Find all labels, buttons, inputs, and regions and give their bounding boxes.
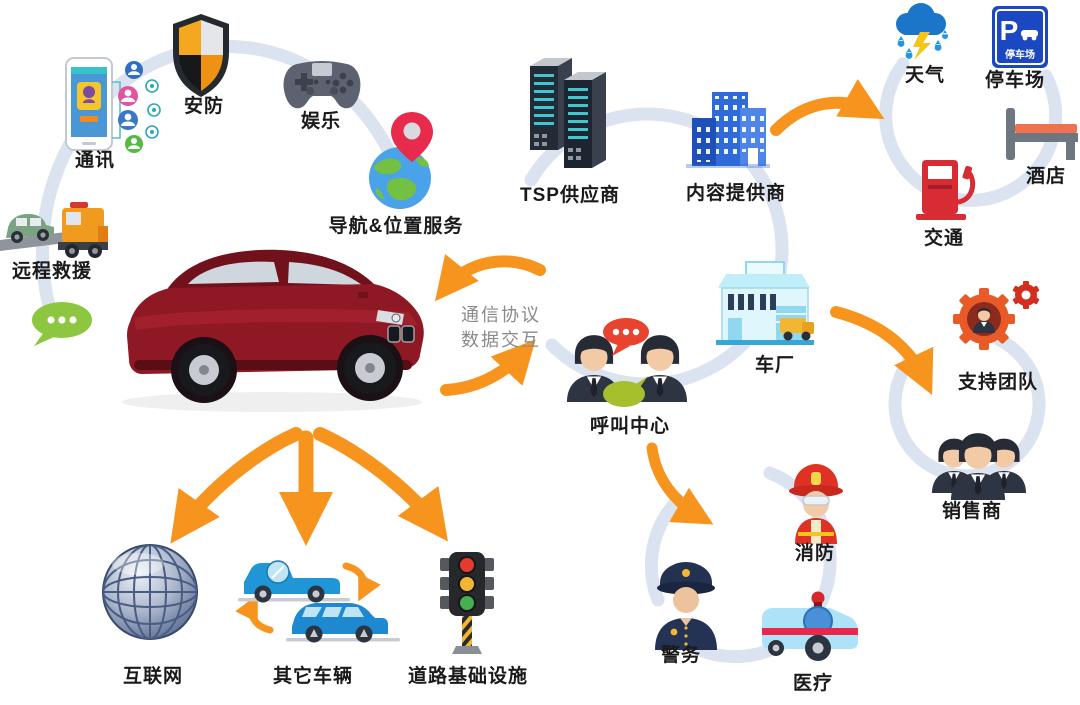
chat-ellipsis-bubble-icon <box>32 302 92 346</box>
center-note: 通信协议 数据交互 <box>461 303 541 353</box>
entertainment-gamepad-icon <box>283 61 361 109</box>
label-weather: 天气 <box>904 65 946 86</box>
label-comm: 通讯 <box>74 150 116 171</box>
other-vehicles-icon <box>238 560 400 643</box>
call-center-agents-icon <box>566 318 688 407</box>
center-note-line1: 通信协议 <box>461 305 541 325</box>
rescue-tow-truck-icon <box>0 202 108 258</box>
parking-sign-letter: P <box>1000 15 1019 46</box>
parking-sign-icon: P 停车场 <box>992 6 1048 68</box>
center-note-line2: 数据交互 <box>461 330 541 350</box>
factory-building-icon <box>716 261 814 345</box>
label-traffic: 交通 <box>923 228 965 249</box>
arc-left-services <box>35 39 411 320</box>
connected-car-icon <box>122 249 424 412</box>
arrow-vehicle-swap-left <box>235 594 274 634</box>
hotel-bed-icon <box>1006 108 1078 160</box>
label-road-infra: 道路基础设施 <box>407 666 529 687</box>
arrow-vehicle-swap-right <box>342 562 381 602</box>
arrow-to-car <box>434 254 546 302</box>
firefighter-icon <box>789 464 843 544</box>
content-provider-buildings-icon <box>686 92 770 168</box>
arrow-car-to-internet <box>170 427 303 544</box>
arrow-call-to-emergency <box>646 442 714 525</box>
security-shield-icon <box>173 14 229 97</box>
communication-phone-icon <box>65 57 161 153</box>
label-call-center: 呼叫中心 <box>589 416 671 437</box>
label-factory: 车厂 <box>754 355 796 376</box>
arrow-factory-to-support <box>830 306 934 396</box>
traffic-fuel-pump-icon <box>916 160 976 220</box>
label-police: 警务 <box>660 645 702 666</box>
arrow-to-call-center <box>440 339 536 396</box>
support-team-gear-icon <box>953 281 1040 350</box>
label-content-provider: 内容提供商 <box>685 183 787 204</box>
police-officer-icon <box>655 562 717 650</box>
label-parking: 停车场 <box>984 70 1046 91</box>
label-navigation: 导航&位置服务 <box>328 216 464 237</box>
label-fire: 消防 <box>794 543 836 564</box>
weather-storm-icon <box>896 3 949 60</box>
label-internet: 互联网 <box>122 666 184 687</box>
label-security: 安防 <box>183 96 225 117</box>
tsp-server-racks-icon <box>530 58 606 168</box>
arrow-car-to-road <box>313 427 448 542</box>
label-other-vehicles: 其它车辆 <box>272 666 354 687</box>
medical-ambulance-icon <box>762 591 858 661</box>
label-support-team: 支持团队 <box>957 372 1039 393</box>
label-rescue: 远程救援 <box>11 261 93 282</box>
label-entertainment: 娱乐 <box>300 111 342 132</box>
label-dealer: 销售商 <box>941 501 1003 522</box>
label-medical: 医疗 <box>792 673 834 694</box>
navigation-globe-pin-icon <box>369 112 433 209</box>
parking-sign-text: 停车场 <box>1005 48 1035 61</box>
label-tsp: TSP供应商 <box>520 185 620 206</box>
road-infrastructure-traffic-light-icon <box>440 552 494 654</box>
label-hotel: 酒店 <box>1025 166 1067 187</box>
arrow-content-to-services <box>770 78 885 136</box>
internet-globe-icon <box>102 544 198 640</box>
